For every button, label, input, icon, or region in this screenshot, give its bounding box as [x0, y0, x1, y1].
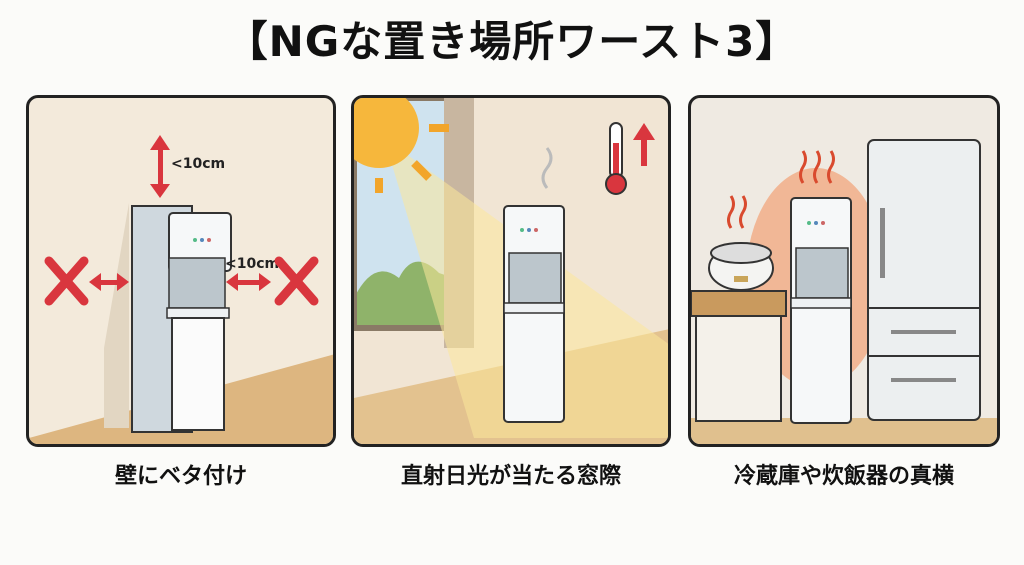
wall-illustration: <10cm <10cm [29, 135, 333, 444]
heat-waves-icon [727, 150, 835, 229]
cross-mark-icon [44, 256, 319, 306]
sun-icon [354, 98, 449, 193]
steam-icon [541, 147, 553, 189]
top-gap-label: <10cm [171, 156, 225, 172]
counter [691, 290, 787, 317]
left-gap-arrow-icon [89, 273, 129, 291]
right-gap-arrow-icon [226, 273, 271, 291]
caption-appliances: 冷蔵庫や炊飯器の真横 [733, 464, 954, 489]
water-server-icon [503, 205, 565, 423]
water-server-icon [790, 197, 852, 424]
side-gap-label: <10cm [225, 256, 279, 272]
caption-wall: 壁にベタ付け [114, 464, 247, 489]
panel-appliances [688, 95, 1000, 447]
appliances-illustration [691, 139, 997, 444]
thermometer-icon [605, 122, 627, 195]
window-illustration [354, 98, 668, 444]
water-server-icon [131, 205, 232, 433]
panel-window [351, 95, 671, 447]
panel-wall: <10cm <10cm [26, 95, 336, 447]
up-arrow-icon [633, 123, 655, 166]
caption-window: 直射日光が当たる窓際 [400, 464, 621, 489]
page-title: 【NGな置き場所ワースト3】 [225, 17, 799, 66]
cabinet [695, 315, 782, 422]
refrigerator-icon [867, 139, 981, 421]
rice-cooker-icon [708, 242, 774, 291]
shadow [104, 203, 129, 428]
top-gap-arrow-icon [150, 135, 170, 198]
